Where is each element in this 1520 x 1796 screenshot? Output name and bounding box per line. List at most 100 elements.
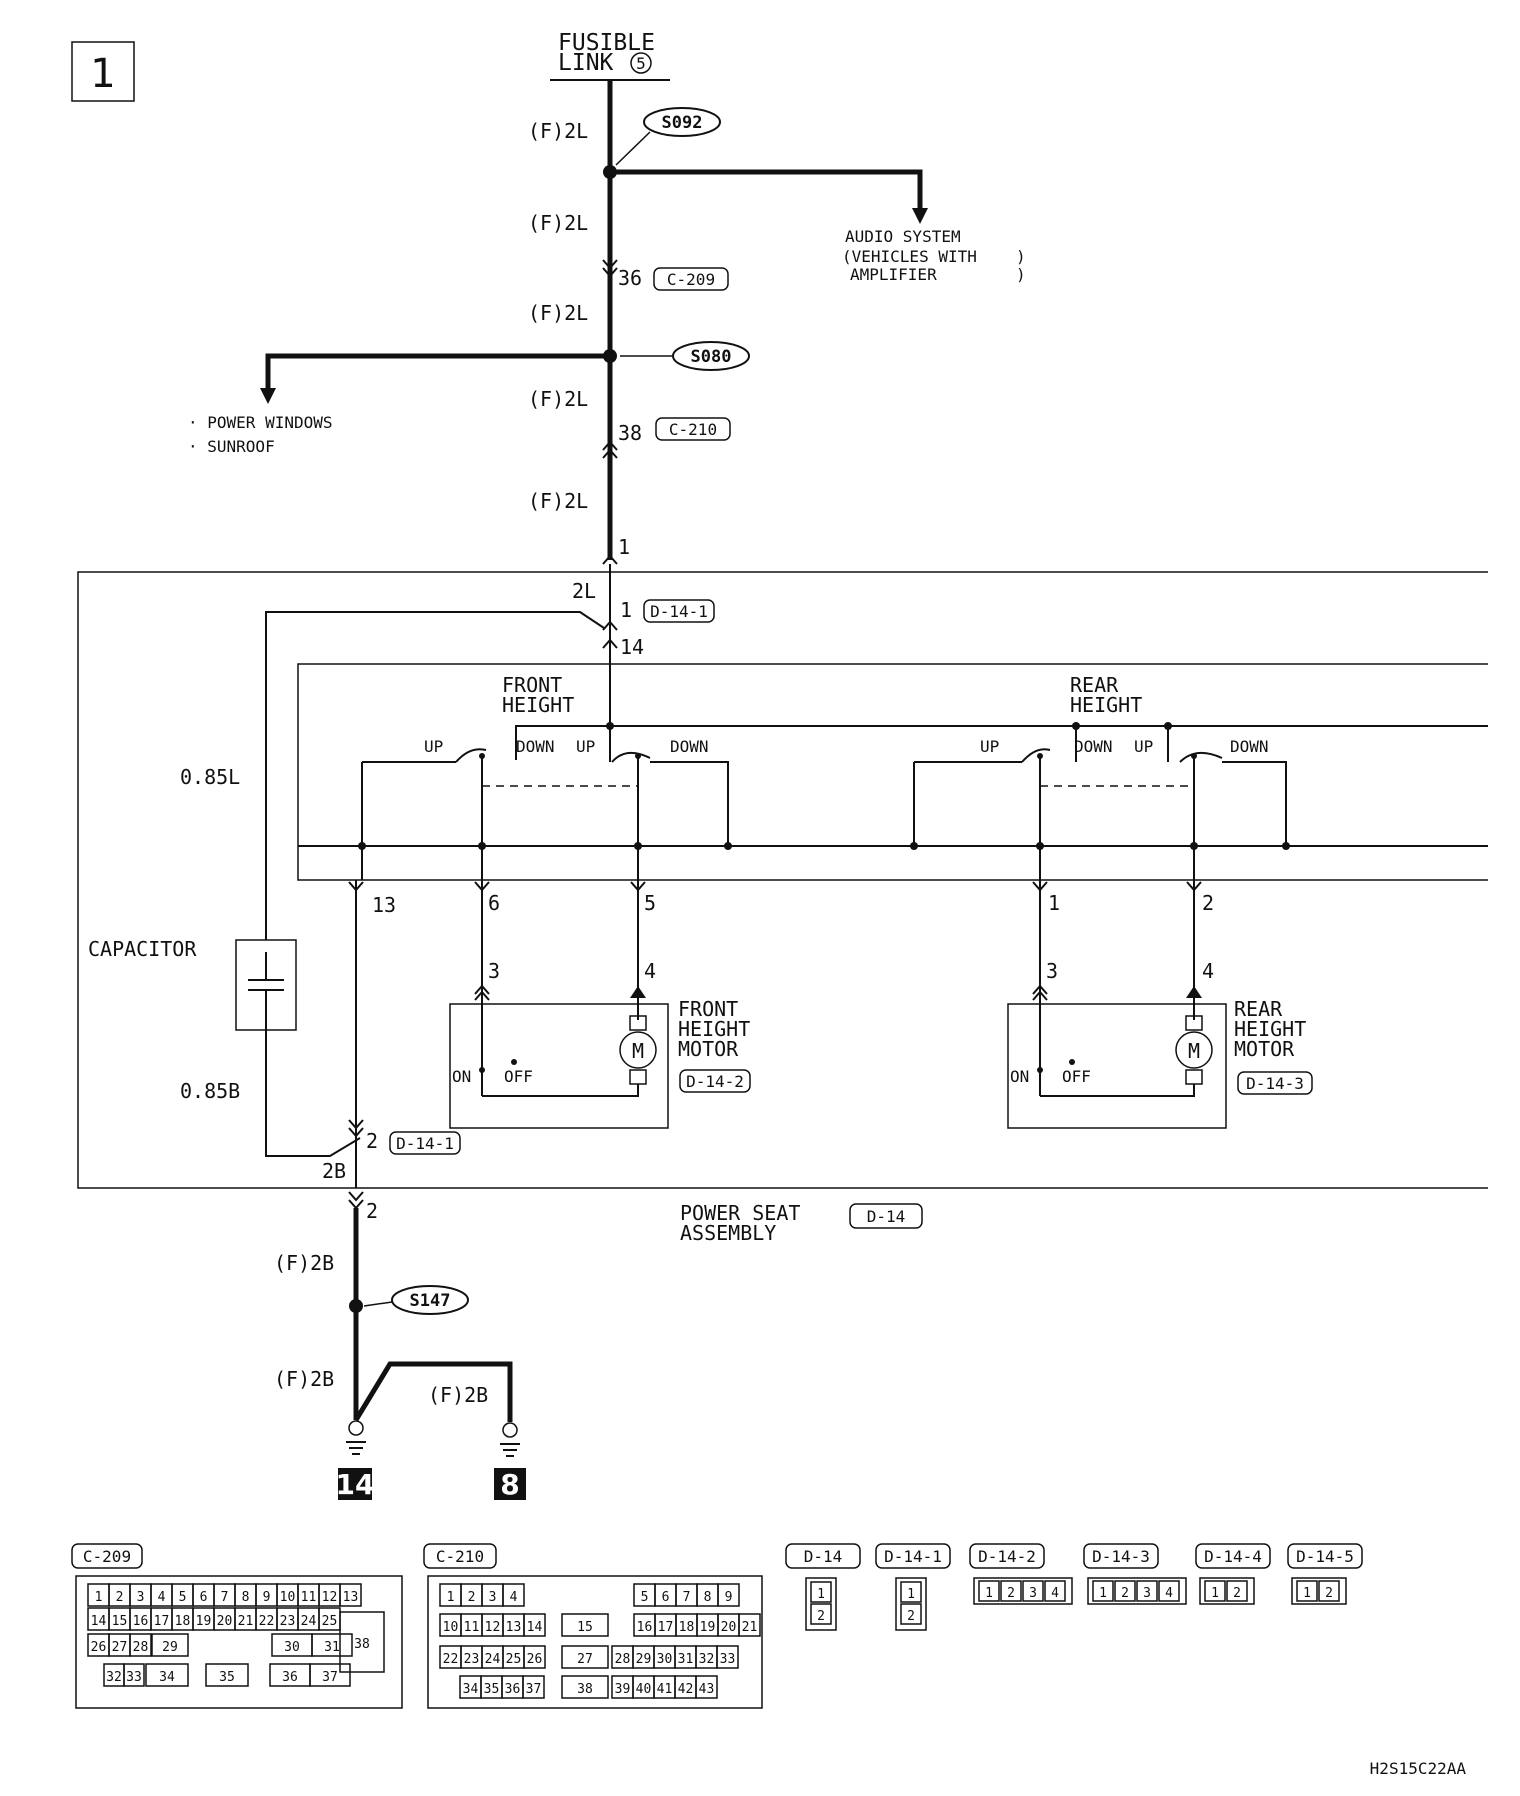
switch-unit-boundary <box>297 663 1488 881</box>
c209-pin: 35 <box>219 1670 235 1685</box>
c210-pin: 15 <box>577 1620 593 1635</box>
wire-label-2l: 2L <box>572 579 596 603</box>
front-limit-off-dot <box>511 1059 517 1065</box>
c210-row3b-pin: 33 <box>720 1652 736 1667</box>
c210-row1b-pin: 6 <box>662 1590 670 1605</box>
c210-row2a-pin: 13 <box>506 1620 522 1635</box>
splice-leader-s147 <box>363 1301 393 1307</box>
c210-pin: 38 <box>577 1682 593 1697</box>
bus-dot-8 <box>1190 842 1198 850</box>
c210-cell <box>561 1675 609 1699</box>
c209-cell <box>151 1633 189 1657</box>
wire-label-f2b-1: (F)2B <box>274 1251 334 1275</box>
power-windows-branch-arrow <box>260 388 276 404</box>
c209-row3b-cell <box>311 1633 353 1657</box>
wire-label-f2l-5: (F)2L <box>528 489 588 513</box>
c209-row1-pin: 12 <box>322 1590 338 1605</box>
ground-14-box <box>338 1468 372 1500</box>
c210-row3a-pin: 26 <box>527 1652 543 1667</box>
wire-label-f2l-1: (F)2L <box>528 119 588 143</box>
c209-row1-pin: 11 <box>301 1590 317 1605</box>
d143-pin: 4 <box>1165 1586 1173 1601</box>
c210-row2a-pin: 10 <box>443 1620 459 1635</box>
front-limit-off: OFF <box>504 1067 533 1086</box>
c209-row1-pin: 13 <box>343 1590 359 1605</box>
wire-label-085l: 0.85L <box>180 765 240 789</box>
power-windows-branch-wire <box>265 353 610 390</box>
d141-title-box <box>875 1543 951 1569</box>
d14-title-box <box>785 1543 861 1569</box>
c209-row1-pin: 8 <box>242 1590 250 1605</box>
d141-shell <box>895 1577 927 1631</box>
rear-up-2: UP <box>1134 737 1153 756</box>
d142-pin: 3 <box>1029 1586 1037 1601</box>
assembly-label-1: POWER SEAT <box>680 1201 800 1225</box>
connector-mark-4-front <box>630 986 646 998</box>
c209-row4b-cell <box>309 1663 351 1687</box>
c210-title: C-210 <box>436 1547 484 1566</box>
splice-leader-s092 <box>615 131 651 166</box>
rear-motor-brush-bot <box>1185 1069 1203 1085</box>
d14-pin: 1 <box>817 1587 825 1602</box>
d145-title: D-14-5 <box>1296 1547 1354 1566</box>
c209-row4a-pin: 33 <box>126 1670 142 1685</box>
c210-row4a-pin: 35 <box>484 1682 500 1697</box>
c210-row3b-cell <box>716 1645 739 1669</box>
d143-cell <box>1114 1580 1136 1602</box>
c210-row1b-pin: 8 <box>704 1590 712 1605</box>
d144-title: D-14-4 <box>1204 1547 1262 1566</box>
rear-motor-brush-top <box>1185 1015 1203 1031</box>
d142-cell <box>1000 1580 1022 1602</box>
front-motor-box <box>449 1003 669 1129</box>
pin-38: 38 <box>618 421 642 445</box>
wire-label-2b: 2B <box>322 1159 346 1183</box>
rear-height-label-2: HEIGHT <box>1070 693 1142 717</box>
rear-down-contact <box>1222 761 1287 846</box>
ref-box-d14 <box>849 1203 923 1229</box>
fusible-link-number: 5 <box>636 54 646 73</box>
c209-row3a-pin: 27 <box>112 1640 128 1655</box>
rear-down-1: DOWN <box>1074 737 1113 756</box>
c209-row4a-pin: 32 <box>106 1670 122 1685</box>
wire-label-085b: 0.85B <box>180 1079 240 1103</box>
c209-row4b-pin: 37 <box>322 1670 338 1685</box>
ref-box-d142 <box>679 1069 751 1093</box>
d142-cell <box>978 1580 1000 1602</box>
c210-row2b-pin: 16 <box>637 1620 653 1635</box>
ref-box-c209 <box>653 267 729 291</box>
ref-box-d143 <box>1237 1071 1313 1095</box>
ref-box-d141-top <box>643 599 715 623</box>
c210-row1a-cell <box>502 1583 525 1607</box>
rear-limit-off-dot <box>1069 1059 1075 1065</box>
c210-row3b-pin: 28 <box>615 1652 631 1667</box>
c210-row3a-pin: 22 <box>443 1652 459 1667</box>
rear-motor-label-1: REAR <box>1234 997 1283 1021</box>
ground-8-box <box>494 1468 526 1500</box>
audio-branch-wire <box>610 169 923 212</box>
pin-1-top: 1 <box>618 535 630 559</box>
c209-pin: 34 <box>159 1670 175 1685</box>
connector-mark-3-front <box>474 984 490 995</box>
pin-4-front: 4 <box>644 959 656 983</box>
pin-13: 13 <box>372 893 396 917</box>
front-switch-2-arm <box>611 751 651 763</box>
c210-row1b-cell <box>717 1583 740 1607</box>
bus-dot-6 <box>634 842 642 850</box>
wire-label-f2l-2: (F)2L <box>528 211 588 235</box>
c209-big-pin: 38 <box>354 1637 370 1652</box>
c209-row2-pin: 25 <box>322 1614 338 1629</box>
front-motor-label-2: HEIGHT <box>678 1017 750 1041</box>
connector-mark-14 <box>602 638 618 649</box>
d142-title-box <box>969 1543 1045 1569</box>
d142-pin: 2 <box>1007 1586 1015 1601</box>
ground-14-label: 14 <box>336 1468 375 1501</box>
front-up-2: UP <box>576 737 595 756</box>
splice-tag-s092 <box>643 107 721 137</box>
wire-label-f2l-4: (F)2L <box>528 387 588 411</box>
c210-row3b-pin: 30 <box>657 1652 673 1667</box>
c210-row4b-pin: 39 <box>615 1682 631 1697</box>
audio-system-label-2: (VEHICLES WITH <box>842 247 977 266</box>
d145-title-box <box>1287 1543 1363 1569</box>
d145-pin: 2 <box>1325 1586 1333 1601</box>
